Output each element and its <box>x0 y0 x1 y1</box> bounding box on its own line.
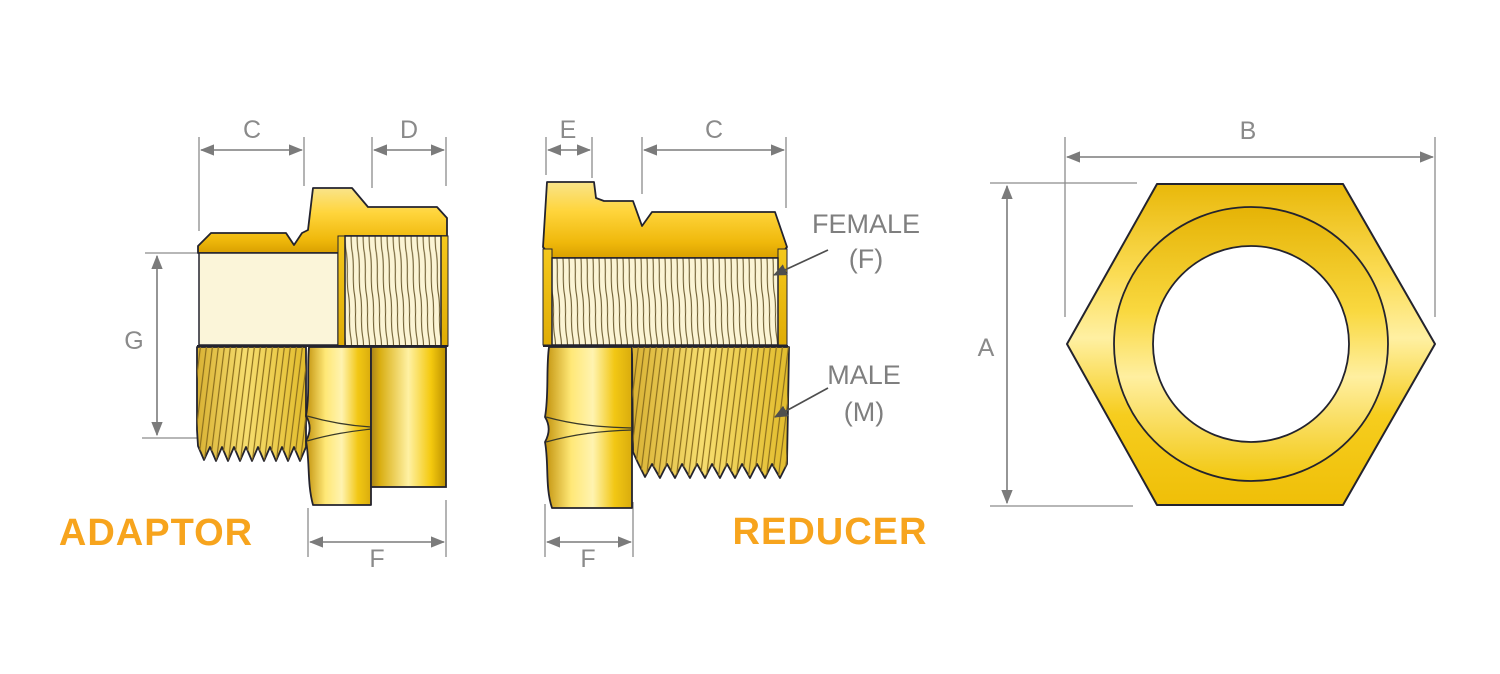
female-leader-arrow <box>773 249 829 276</box>
reducer-dim-e-label: E <box>560 116 577 144</box>
adaptor-plain-bore <box>198 252 339 346</box>
adaptor-dim-c: C <box>198 116 305 231</box>
reducer-inner-wall-right <box>777 248 788 346</box>
reducer-female-thread <box>551 257 779 346</box>
adaptor-dim-g-label: G <box>124 327 143 355</box>
reducer-figure: E C F <box>542 116 928 573</box>
adaptor-body <box>196 187 449 506</box>
hexnut-dim-b: B <box>1064 117 1436 317</box>
adaptor-title: ADAPTOR <box>59 512 253 554</box>
female-annotation-symbol: (F) <box>849 244 883 274</box>
adaptor-figure: C D G F <box>59 116 449 573</box>
reducer-collar-crease-top <box>545 416 633 429</box>
reducer-inner-wall-left <box>542 248 553 346</box>
adaptor-hex-collar <box>305 346 372 506</box>
hex-nut-body <box>1066 183 1436 506</box>
adaptor-inner-wall-right <box>440 235 449 347</box>
adaptor-inner-wall-left <box>337 235 346 347</box>
adaptor-dim-g: G <box>124 252 200 439</box>
hexnut-dim-b-label: B <box>1240 117 1257 145</box>
male-annotation-symbol: (M) <box>844 397 884 427</box>
reducer-annotations: FEMALE (F) MALE (M) <box>773 209 920 427</box>
adaptor-dim-c-label: C <box>243 116 261 144</box>
reducer-dim-f: F <box>544 502 634 573</box>
female-annotation-label: FEMALE <box>812 209 920 239</box>
reducer-title: REDUCER <box>733 511 928 553</box>
reducer-dim-e: E <box>545 116 593 178</box>
adaptor-collar-crease-bottom <box>306 428 372 442</box>
reducer-dim-f-label: F <box>580 545 595 573</box>
adaptor-dim-f-label: F <box>369 545 384 573</box>
reducer-cap <box>542 181 788 259</box>
adaptor-dim-f: F <box>307 500 447 573</box>
reducer-body <box>542 181 790 509</box>
hexnut-dim-a-label: A <box>978 334 995 362</box>
reducer-male-thread-hatch <box>632 347 789 478</box>
reducer-collar-crease-bottom <box>545 429 633 443</box>
hex-nut-figure: B A <box>978 117 1436 507</box>
hex-nut-bore-hole <box>1152 245 1350 443</box>
reducer-dim-c-label: C <box>705 116 723 144</box>
reducer-hex-collar <box>544 346 633 509</box>
adaptor-dim-d: D <box>371 116 447 188</box>
adaptor-dim-d-label: D <box>400 116 418 144</box>
reducer-dim-c: C <box>641 116 787 208</box>
male-annotation-label: MALE <box>827 360 901 390</box>
adaptor-outlet-cylinder <box>370 346 447 488</box>
adaptor-female-thread <box>344 235 442 347</box>
male-leader-arrow <box>774 387 829 418</box>
adaptor-collar-crease-top <box>306 415 372 428</box>
adaptor-male-thread-hatch <box>197 347 306 461</box>
hexnut-dim-a: A <box>978 182 1137 507</box>
